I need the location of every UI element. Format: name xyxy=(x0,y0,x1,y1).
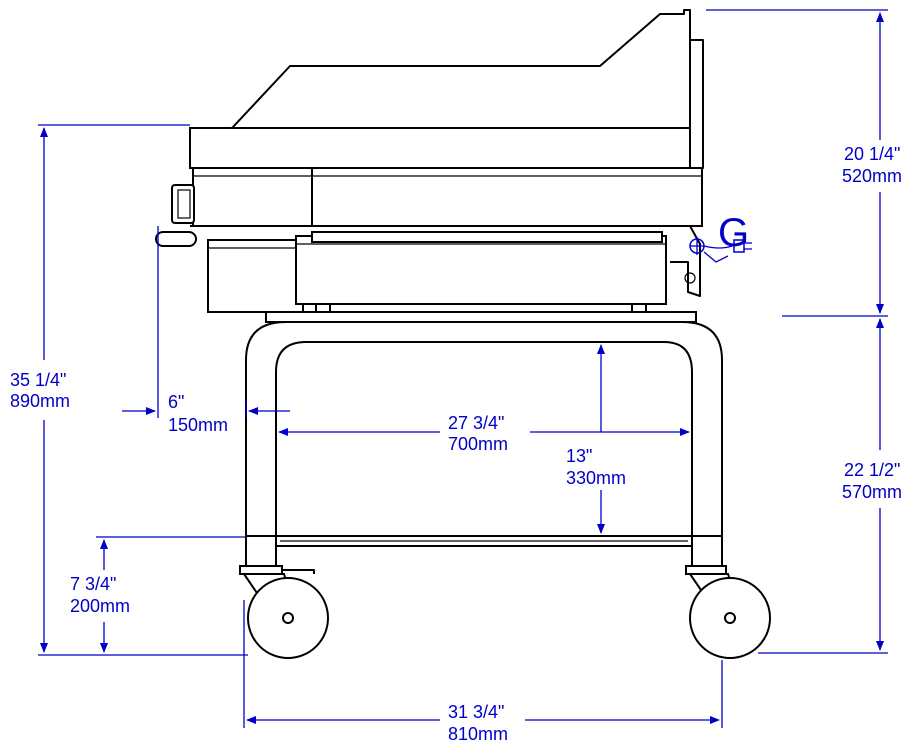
griddle-appliance xyxy=(155,9,704,317)
gas-plug-icon xyxy=(689,237,752,263)
caster-right xyxy=(688,573,771,659)
dim-overall-width-imperial: 31 3/4" xyxy=(448,702,504,722)
dim-shelf-height-metric: 200mm xyxy=(70,596,130,616)
dim-shelf-clearance-metric: 330mm xyxy=(566,468,626,488)
dim-shelf-height-imperial: 7 3/4" xyxy=(70,574,116,594)
dim-shelf-clearance: 13" 330mm xyxy=(566,344,626,534)
dim-total-height: 35 1/4" 890mm xyxy=(10,124,248,656)
dim-front-overhang-metric: 150mm xyxy=(168,415,228,435)
dim-inner-width: 27 3/4" 700mm xyxy=(278,413,690,454)
dim-overall-width-metric: 810mm xyxy=(448,724,508,744)
dim-top-section-imperial: 20 1/4" xyxy=(844,144,900,164)
dim-stand-height: 22 1/2" 570mm xyxy=(758,318,902,654)
dim-front-overhang-imperial: 6" xyxy=(168,392,184,412)
dim-stand-height-imperial: 22 1/2" xyxy=(844,460,900,480)
dim-stand-height-metric: 570mm xyxy=(842,482,902,502)
dim-inner-width-imperial: 27 3/4" xyxy=(448,413,504,433)
dim-shelf-clearance-imperial: 13" xyxy=(566,446,592,466)
gas-connection: G xyxy=(689,211,752,263)
cart-stand xyxy=(239,311,727,575)
dim-top-section-metric: 520mm xyxy=(842,166,902,186)
dim-front-overhang: 6" 150mm xyxy=(122,226,290,435)
dim-total-height-imperial: 35 1/4" xyxy=(10,370,66,390)
dim-top-section: 20 1/4" 520mm xyxy=(706,9,902,317)
dim-inner-width-metric: 700mm xyxy=(448,434,508,454)
dim-total-height-metric: 890mm xyxy=(10,391,70,411)
dim-overall-width: 31 3/4" 810mm xyxy=(243,600,723,744)
dim-shelf-height: 7 3/4" 200mm xyxy=(70,536,246,653)
caster-left xyxy=(242,573,329,659)
